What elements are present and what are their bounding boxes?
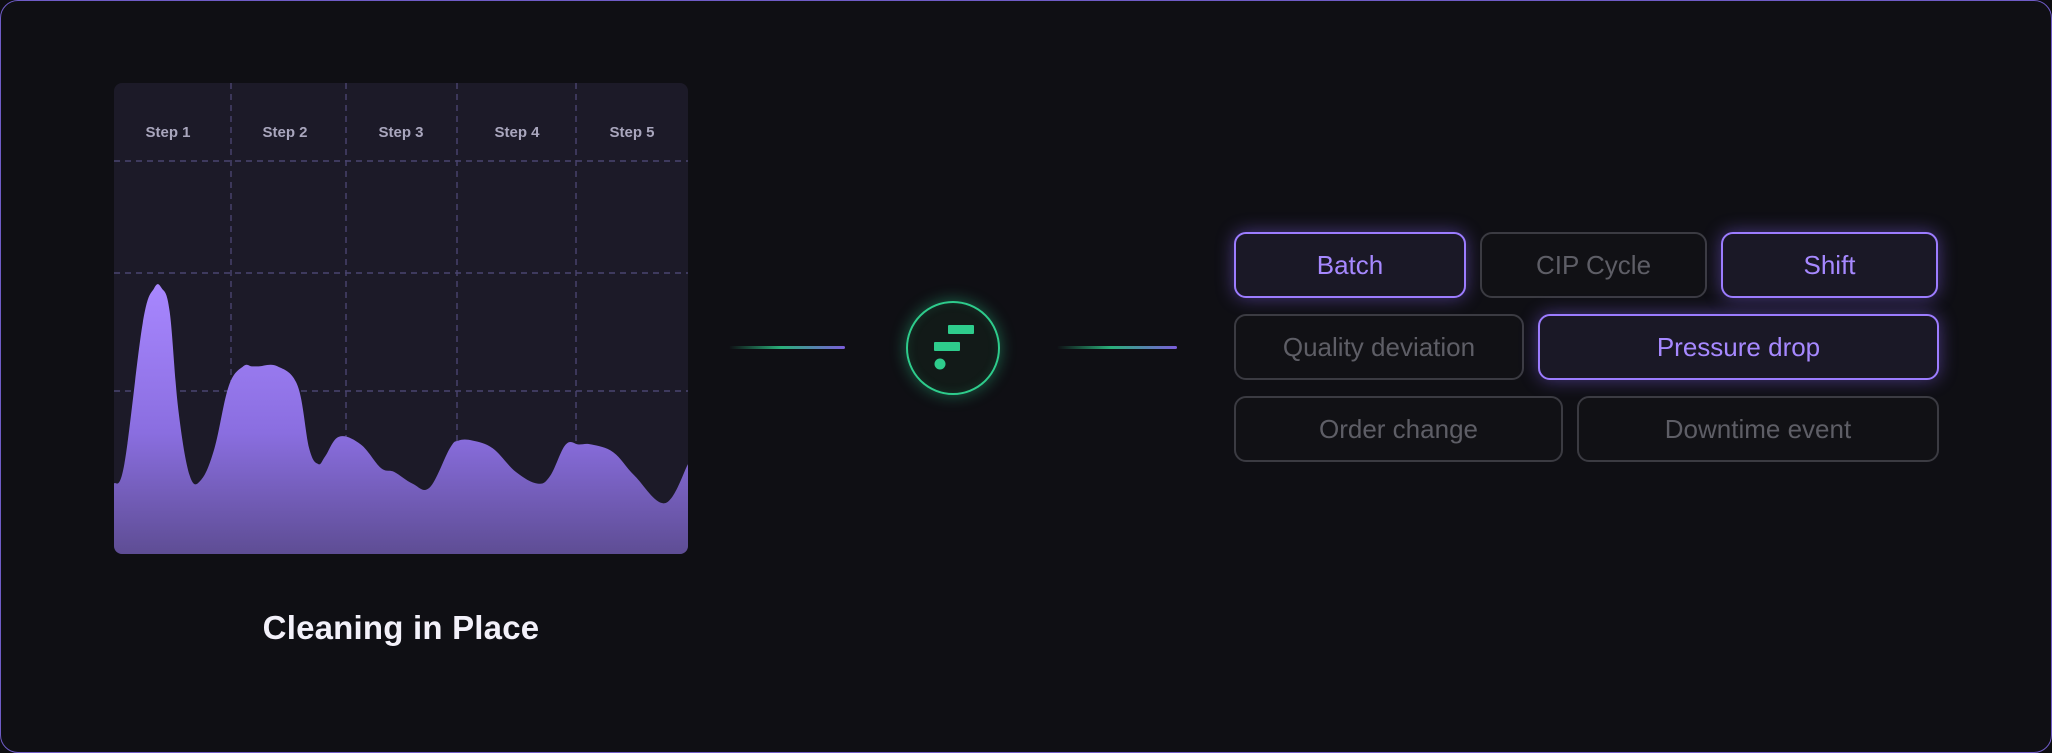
step-label-4: Step 4 — [494, 124, 540, 141]
step-label-5: Step 5 — [609, 124, 654, 141]
step-label-2: Step 2 — [262, 124, 307, 141]
step-label-1: Step 1 — [145, 124, 190, 141]
tag-batch[interactable]: Batch — [1234, 232, 1466, 298]
process-curve-area — [114, 284, 688, 554]
brand-logo-icon — [906, 301, 1000, 395]
chart-caption: Cleaning in Place — [262, 609, 540, 646]
tag-order-change[interactable]: Order change — [1234, 396, 1563, 462]
tag-shift[interactable]: Shift — [1721, 232, 1938, 298]
step-label-3: Step 3 — [378, 124, 423, 141]
tag-downtime-event[interactable]: Downtime event — [1577, 396, 1939, 462]
connector-line-left — [729, 346, 845, 349]
connector-line-right — [1057, 346, 1177, 349]
chart-svg: Step 1 Step 2 Step 3 Step 4 Step 5 — [114, 83, 688, 554]
process-chart: Step 1 Step 2 Step 3 Step 4 Step 5 — [114, 83, 688, 554]
tag-pressure-drop[interactable]: Pressure drop — [1538, 314, 1939, 380]
tag-quality-deviation[interactable]: Quality deviation — [1234, 314, 1524, 380]
tag-cip-cycle[interactable]: CIP Cycle — [1480, 232, 1707, 298]
